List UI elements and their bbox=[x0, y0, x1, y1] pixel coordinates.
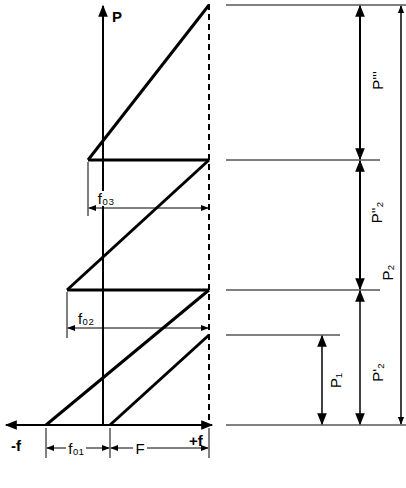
dimension-label: P₂ bbox=[380, 264, 395, 280]
horizontal-dimensions bbox=[46, 162, 209, 458]
axis-label: P bbox=[112, 9, 122, 24]
axes bbox=[6, 4, 212, 425]
dimension-label: P₁ bbox=[328, 372, 343, 387]
dimension-label: f₀₂ bbox=[76, 311, 96, 326]
dimension-label: P'₂ bbox=[369, 363, 384, 382]
vertical-dimensions bbox=[226, 5, 406, 425]
dimension-label: F bbox=[133, 441, 146, 456]
dimension-label: P''₂ bbox=[370, 201, 385, 223]
dimension-label: P''' bbox=[369, 71, 384, 90]
axis-label: -f bbox=[11, 438, 21, 453]
dimension-label: f₀₃ bbox=[96, 191, 117, 206]
dimension-label: f₀₁ bbox=[66, 441, 85, 456]
axis-label: +f bbox=[189, 433, 203, 448]
characteristic-lines bbox=[46, 5, 209, 425]
